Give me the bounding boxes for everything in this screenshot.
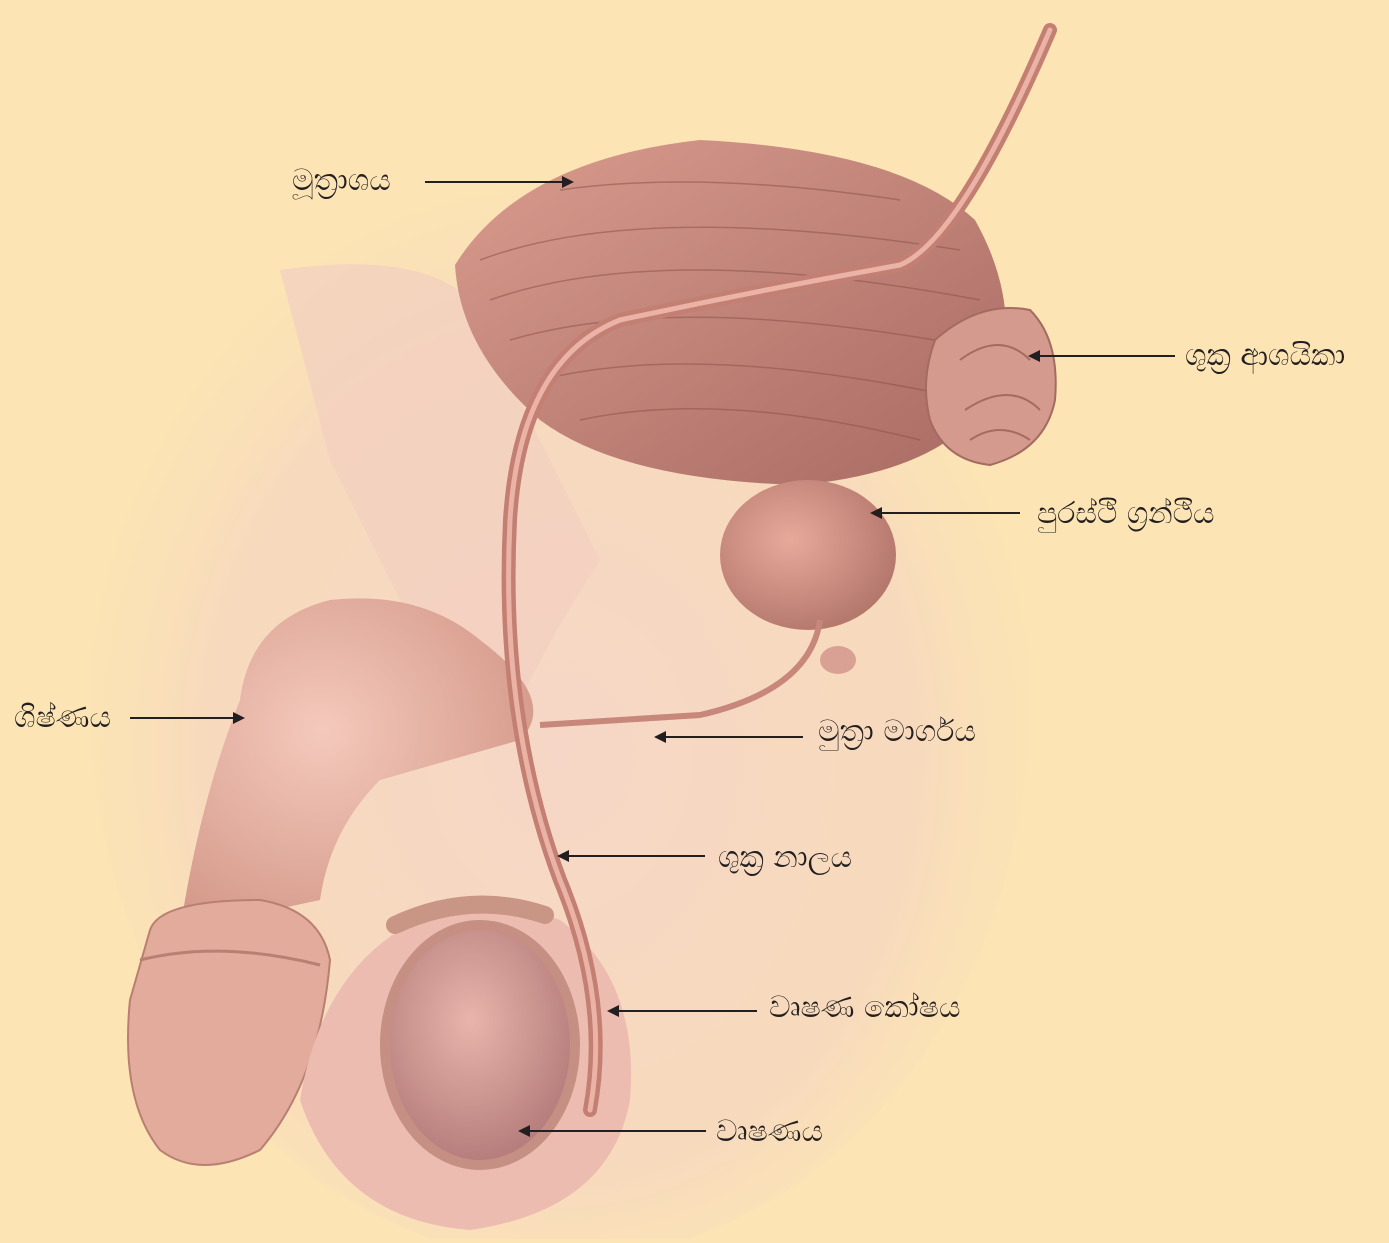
bulbourethral-gland [820, 646, 856, 674]
prostate-shape [720, 480, 896, 630]
label-scrotum: වෘෂණ කෝෂය [769, 993, 961, 1023]
testis-shape [385, 925, 575, 1165]
label-testis: වෘෂණය [716, 1117, 823, 1147]
label-urethra: මුත්‍රා මාර්ගය [818, 717, 976, 747]
label-vas-deferens: ශුක්‍ර නාලය [718, 843, 852, 873]
label-bladder: මූත්‍රාශය [292, 166, 391, 196]
label-seminal-vesicle: ශුක්‍ර ආශයිකා [1185, 341, 1345, 371]
label-prostate-gland: පුරස්ථි ග්‍රන්ථිය [1037, 499, 1215, 529]
label-penis: ශිෂ්ණය [14, 703, 111, 733]
seminal-vesicle-shape [926, 308, 1056, 465]
